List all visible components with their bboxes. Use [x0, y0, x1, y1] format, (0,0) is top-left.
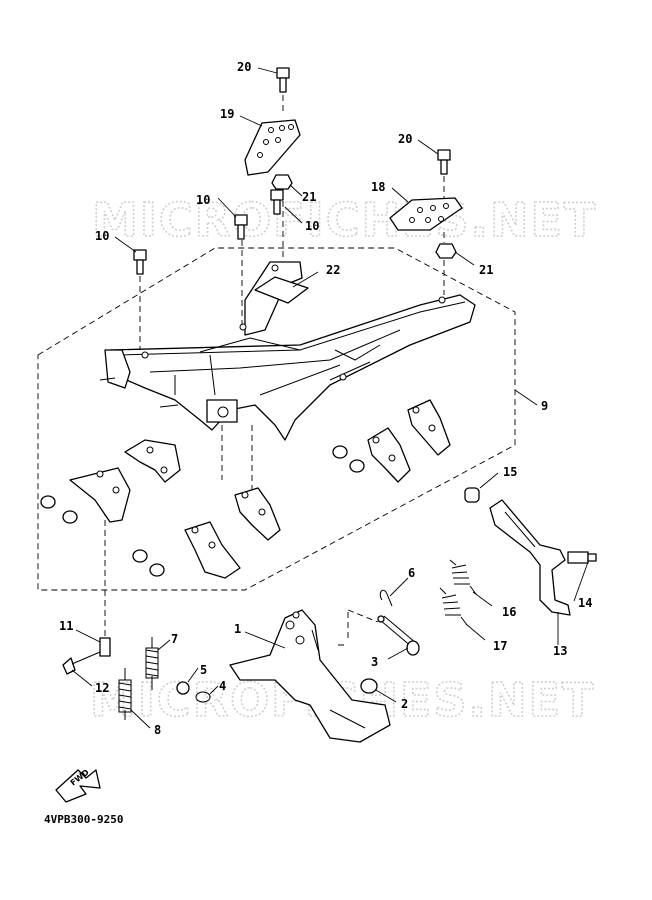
- callout-13: 13: [553, 644, 567, 658]
- bolt-10-right: [270, 189, 284, 215]
- bracket-bottom: [132, 487, 281, 579]
- callout-5: 5: [200, 663, 207, 677]
- callout-1: 1: [234, 622, 241, 636]
- nut-21-upper: [271, 174, 293, 190]
- side-stand-13: [489, 499, 571, 616]
- callout-10-right: 10: [305, 219, 319, 233]
- callout-9: 9: [541, 399, 548, 413]
- callout-21-right: 21: [479, 263, 493, 277]
- callout-7: 7: [171, 632, 178, 646]
- oring-4: [195, 691, 211, 703]
- callout-20-upper: 20: [237, 60, 251, 74]
- collar-15: [464, 487, 480, 503]
- clip-11: [99, 637, 111, 657]
- callout-11: 11: [59, 619, 73, 633]
- callout-3: 3: [371, 655, 378, 669]
- footrest-19: [244, 119, 301, 176]
- bolt-10-left: [133, 249, 147, 275]
- assembly-outline-9: [37, 247, 516, 591]
- bolt-20-upper: [276, 67, 290, 93]
- callout-18: 18: [371, 180, 385, 194]
- spring-17: [439, 587, 468, 626]
- bolt-10-mid: [234, 214, 248, 240]
- bolt-20-right: [437, 149, 451, 175]
- callout-10-mid: 10: [196, 193, 210, 207]
- callout-14: 14: [578, 596, 592, 610]
- callout-10-left: 10: [95, 229, 109, 243]
- fwd-arrow-icon: FWD: [55, 767, 101, 803]
- callout-17: 17: [493, 639, 507, 653]
- spring-16: [449, 559, 477, 595]
- callout-16: 16: [502, 605, 516, 619]
- spring-8: [118, 668, 132, 720]
- main-frame: [99, 261, 476, 441]
- screw-12: [62, 651, 101, 675]
- cotter-pin-6: [379, 589, 393, 607]
- spring-7: [145, 637, 159, 690]
- pad-22: [254, 276, 309, 304]
- callout-12: 12: [95, 681, 109, 695]
- bolt-14: [567, 551, 597, 564]
- bushing-2: [360, 678, 378, 694]
- callout-19: 19: [220, 107, 234, 121]
- bracket-left: [40, 439, 181, 524]
- bracket-right: [332, 399, 451, 483]
- callout-2: 2: [401, 697, 408, 711]
- diagram-code: 4VPB300-9250: [44, 813, 123, 826]
- callout-21-upper: 21: [302, 190, 316, 204]
- main-stand-1: [229, 609, 391, 743]
- callout-20-right: 20: [398, 132, 412, 146]
- leader-lines: [71, 67, 589, 729]
- callout-22: 22: [326, 263, 340, 277]
- washer-5: [176, 681, 190, 695]
- callout-6: 6: [408, 566, 415, 580]
- nut-21-right: [435, 243, 457, 259]
- callout-4: 4: [219, 679, 226, 693]
- callout-15: 15: [503, 465, 517, 479]
- footrest-18: [389, 197, 463, 231]
- watermark-top: MICROFICHES.NET: [92, 193, 597, 247]
- callout-8: 8: [154, 723, 161, 737]
- pivot-3: [377, 615, 420, 656]
